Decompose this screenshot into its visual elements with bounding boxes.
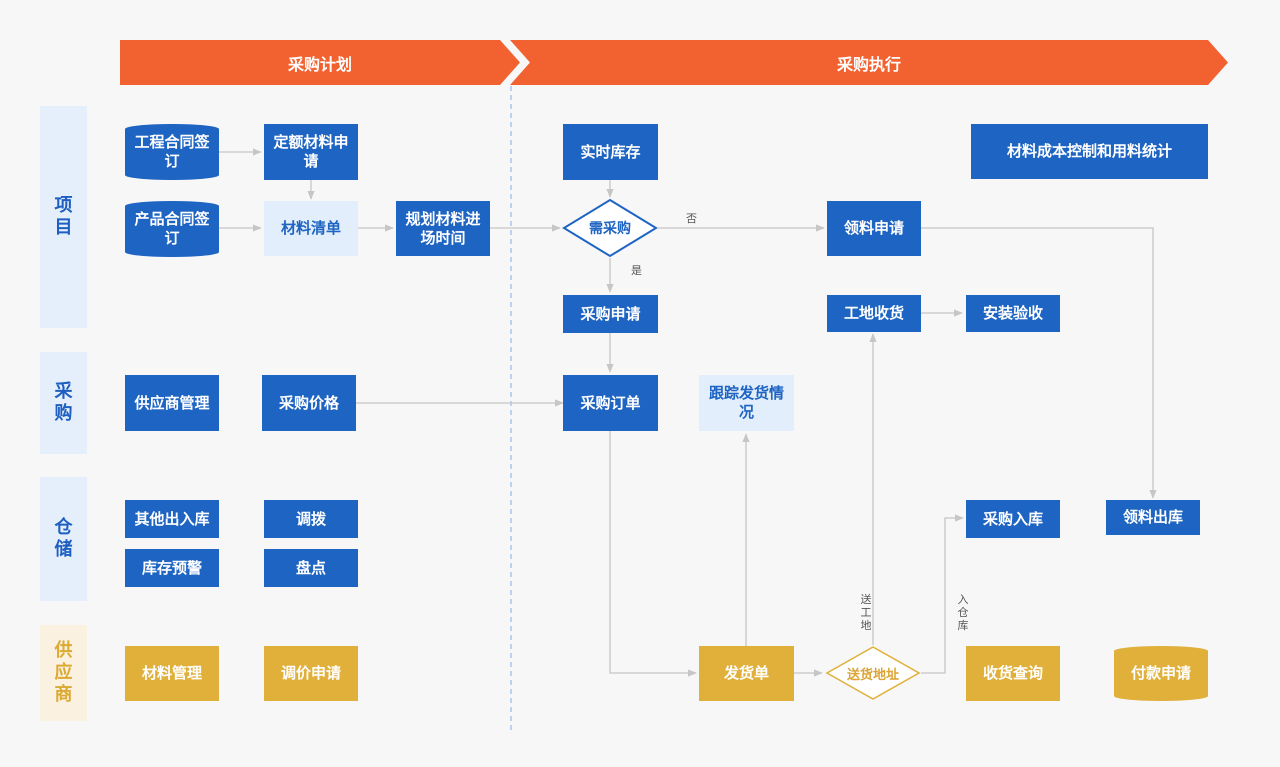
node-material-outbound[interactable]: 领料出库 [1106, 500, 1200, 535]
node-purchase-price[interactable]: 采购价格 [262, 375, 356, 431]
edge-request-to-outbound [921, 227, 1157, 499]
edge-label-yes: 是 [631, 264, 642, 277]
node-track-shipping[interactable]: 跟踪发货情况 [699, 375, 794, 431]
lane-warehouse: 仓储 [40, 477, 87, 601]
edge-label-to-site: 送工地 [860, 593, 872, 632]
node-purchase-request[interactable]: 采购申请 [563, 295, 658, 333]
lane-warehouse-label: 仓储 [54, 517, 73, 560]
edge-label-to-warehouse: 入仓库 [957, 593, 969, 632]
lane-supplier-label: 供应商 [54, 640, 73, 705]
node-material-request[interactable]: 领料申请 [827, 201, 921, 256]
node-receipt-query[interactable]: 收货查询 [966, 646, 1060, 701]
node-quota-request[interactable]: 定额材料申请 [264, 124, 358, 180]
node-purchase-inbound[interactable]: 采购入库 [966, 500, 1060, 538]
node-plan-entry-time[interactable]: 规划材料进场时间 [396, 201, 490, 256]
node-realtime-stock[interactable]: 实时库存 [563, 124, 658, 180]
phase-banner-plan: 采购计划 [120, 40, 520, 85]
node-contract-engineering[interactable]: 工程合同签订 [125, 124, 219, 180]
node-delivery-note[interactable]: 发货单 [699, 646, 794, 701]
decision-diamond-shape [562, 198, 658, 258]
edge-order-to-delivery [609, 431, 697, 677]
need-purchase-label: 需采购 [589, 221, 631, 237]
node-inventory-check[interactable]: 盘点 [264, 549, 358, 587]
node-site-receive[interactable]: 工地收货 [827, 295, 921, 332]
node-stock-alert[interactable]: 库存预警 [125, 549, 219, 587]
node-material-mgmt[interactable]: 材料管理 [125, 646, 219, 701]
node-need-purchase[interactable]: 需采购 [562, 198, 658, 258]
node-delivery-address[interactable]: 送货地址 [825, 645, 921, 701]
node-price-adjust-request[interactable]: 调价申请 [264, 646, 358, 701]
lane-supplier: 供应商 [40, 625, 87, 721]
lane-purchase: 采购 [40, 352, 87, 454]
decision-diamond-shape [825, 646, 921, 700]
node-install-accept[interactable]: 安装验收 [966, 295, 1060, 332]
edge-label-no: 否 [686, 212, 697, 225]
node-contract-product[interactable]: 产品合同签订 [125, 201, 219, 257]
lane-project: 项目 [40, 106, 87, 328]
node-payment-request[interactable]: 付款申请 [1114, 646, 1208, 701]
lane-project-label: 项目 [54, 195, 73, 238]
lane-purchase-label: 采购 [54, 381, 73, 424]
node-cost-control[interactable]: 材料成本控制和用料统计 [971, 124, 1208, 179]
node-purchase-order[interactable]: 采购订单 [563, 375, 658, 431]
node-transfer[interactable]: 调拨 [264, 500, 358, 538]
node-supplier-mgmt[interactable]: 供应商管理 [125, 375, 219, 431]
node-material-list[interactable]: 材料清单 [264, 201, 358, 256]
delivery-address-label: 送货地址 [846, 667, 899, 683]
node-other-inout[interactable]: 其他出入库 [125, 500, 219, 538]
phase-banner-execute: 采购执行 [510, 40, 1228, 85]
